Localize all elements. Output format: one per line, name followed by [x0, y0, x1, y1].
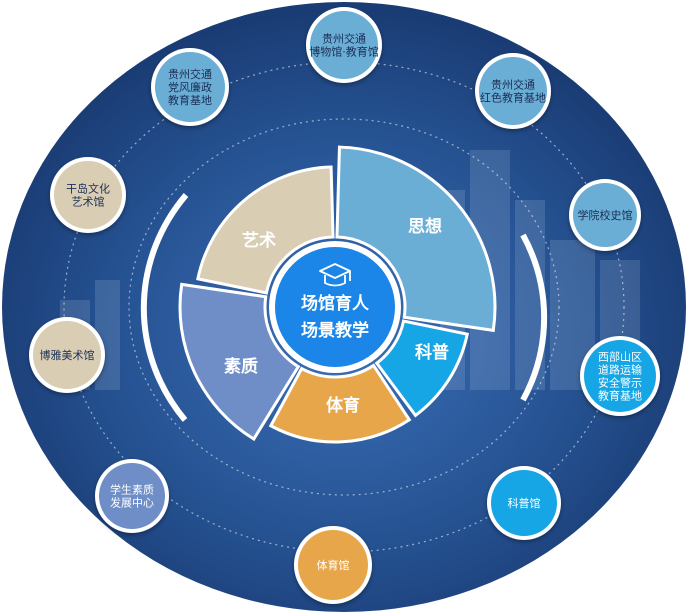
node-boya-art-museum-label-line1: 博雅美术馆 [40, 348, 95, 362]
node-party-integrity-base-label-line2: 党风廉政 [168, 80, 212, 94]
node-red-education-base-circle [479, 57, 547, 125]
node-safety-warning-base-label-line2: 道路运输 [598, 363, 642, 377]
segment-kepu [374, 319, 470, 418]
node-safety-warning-base-label-line1: 西部山区 [598, 350, 642, 364]
right-arc-bracket [520, 233, 548, 402]
node-museum-circle [310, 11, 378, 79]
node-school-history-hall-label-line1: 学院校史馆 [578, 208, 633, 222]
node-qiandao-culture-art-hall-label-line1: 干岛文化 [66, 182, 110, 196]
segment-suzhi-label: 素质 [224, 357, 258, 377]
node-boya-art-museum: 博雅美术馆 [29, 317, 105, 393]
center-hub: 场馆育人 场景教学 [269, 241, 401, 373]
node-boya-art-museum-circle [33, 321, 101, 389]
node-gymnasium: 体育馆 [294, 526, 372, 604]
graduation-cap-icon [319, 263, 351, 287]
center-label-line1: 场馆育人 [301, 293, 370, 314]
venue-nodes: 贵州交通博物馆·教育馆贵州交通红色教育基地学院校史馆西部山区道路运输安全警示教育… [29, 7, 660, 604]
node-student-development-center-circle [99, 463, 165, 529]
node-red-education-base-label-line2: 红色教育基地 [480, 91, 546, 105]
node-museum-label-line1: 贵州交通 [322, 32, 366, 46]
node-safety-warning-base-label-line4: 教育基地 [598, 389, 642, 403]
node-qiandao-culture-art-hall-label-line2: 艺术馆 [72, 195, 105, 209]
node-party-integrity-base-label-line1: 贵州交通 [168, 67, 212, 81]
segment-sixiang [335, 145, 497, 333]
node-red-education-base-label-line1: 贵州交通 [491, 78, 535, 92]
left-arc-bracket [140, 193, 189, 422]
segment-tiyu-label: 体育 [326, 395, 360, 416]
inner-dotted-ring [128, 118, 560, 496]
node-party-integrity-base-label-line3: 教育基地 [168, 93, 212, 107]
node-student-development-center-label-line1: 学生素质 [110, 483, 154, 497]
segment-yishu [196, 165, 335, 295]
node-science-hall-circle [491, 470, 557, 536]
segment-tiyu [268, 363, 412, 444]
node-party-integrity-base-circle [155, 52, 225, 122]
node-gymnasium-circle [298, 530, 368, 600]
node-school-history-hall: 学院校史馆 [569, 179, 641, 251]
node-qiandao-culture-art-hall-circle [54, 161, 122, 229]
segment-yishu-label: 艺术 [242, 230, 276, 251]
node-science-hall: 科普馆 [487, 466, 561, 540]
node-safety-warning-base-label-line3: 安全警示 [598, 376, 642, 390]
center-label-line2: 场景教学 [301, 320, 369, 341]
node-museum-label-line2: 博物馆·教育馆 [309, 45, 379, 59]
segment-suzhi [178, 282, 301, 442]
center-circle [275, 247, 395, 367]
node-safety-warning-base-circle [584, 340, 656, 412]
node-school-history-hall-circle [573, 183, 637, 247]
node-gymnasium-label-line1: 体育馆 [317, 558, 350, 572]
node-student-development-center-label-line2: 发展中心 [110, 496, 154, 510]
segment-sixiang-label: 思想 [408, 216, 442, 237]
node-science-hall-label-line1: 科普馆 [508, 496, 541, 510]
segment-kepu-label: 科普 [415, 342, 449, 363]
